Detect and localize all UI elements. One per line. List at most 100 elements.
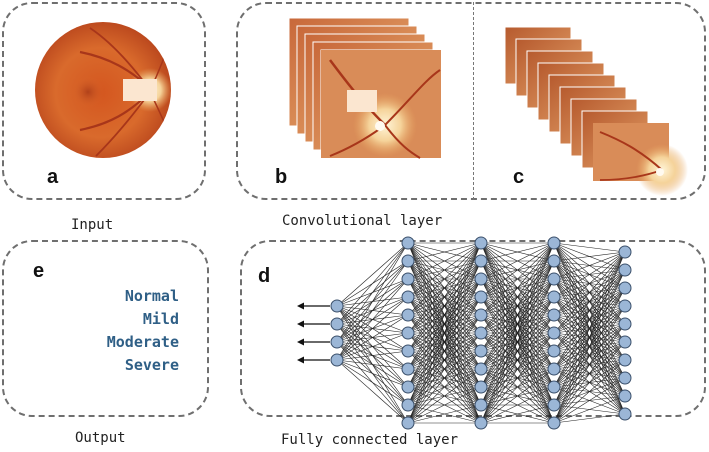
network-edge: [336, 260, 409, 361]
network-edge: [336, 350, 409, 361]
output-class-list: Normal Mild Moderate Severe: [107, 285, 179, 377]
network-edge: [480, 278, 555, 424]
network-edge: [407, 242, 482, 370]
network-node: [618, 281, 632, 295]
network-node: [618, 335, 632, 349]
network-edge: [480, 260, 555, 424]
caption-fully-connected-layer: Fully connected layer: [281, 432, 459, 448]
network-node: [618, 299, 632, 313]
network-node: [401, 398, 415, 412]
network-node: [547, 290, 561, 304]
network-node: [474, 380, 488, 394]
network-edge: [407, 314, 482, 424]
network-edge: [336, 359, 409, 388]
network-edge: [336, 332, 409, 361]
output-arrow-head: [297, 338, 304, 346]
network-edge: [553, 251, 626, 316]
network-edge: [336, 314, 409, 361]
network-node: [401, 344, 415, 358]
network-node: [474, 362, 488, 376]
network-node: [474, 326, 488, 340]
caption-input: Input: [71, 217, 114, 233]
network-edge: [407, 242, 482, 280]
network-node: [474, 290, 488, 304]
caption-output: Output: [75, 430, 126, 446]
network-edge: [336, 242, 409, 361]
network-node: [401, 254, 415, 268]
network-edges: [336, 242, 626, 424]
conv-divider: [473, 2, 474, 200]
network-edge: [407, 368, 482, 424]
network-edge: [407, 242, 482, 298]
network-edge: [553, 251, 626, 262]
network-node: [474, 254, 488, 268]
network-edge: [553, 377, 626, 424]
panel-label-d: d: [258, 265, 271, 287]
network-node: [401, 326, 415, 340]
network-edge: [407, 350, 482, 424]
network-edge: [480, 242, 555, 316]
network-edge: [480, 332, 555, 424]
network-node: [547, 254, 561, 268]
network-node: [401, 380, 415, 394]
class-label-severe: Severe: [124, 356, 179, 374]
network-edge: [553, 413, 626, 424]
network-node: [330, 353, 344, 367]
output-panel: [2, 240, 209, 417]
network-edge: [336, 359, 409, 370]
network-edge: [553, 251, 626, 406]
network-edge: [480, 242, 555, 406]
caption-convolutional-layer: Convolutional layer: [282, 213, 443, 229]
network-edge: [553, 251, 626, 370]
output-arrow-head: [297, 320, 304, 328]
network-edge: [553, 287, 626, 424]
network-edge: [480, 242, 555, 424]
network-node: [330, 299, 344, 313]
feature-maps-c: [504, 26, 688, 196]
network-edge: [336, 242, 409, 307]
network-edge: [480, 242, 555, 388]
network-node: [401, 416, 415, 430]
network-node: [330, 335, 344, 349]
network-edge: [553, 251, 626, 352]
network-node: [547, 380, 561, 394]
network-edge: [553, 305, 626, 424]
network-node: [401, 308, 415, 322]
network-node: [474, 272, 488, 286]
network-edge: [553, 251, 626, 424]
network-node: [547, 326, 561, 340]
network-edge: [407, 260, 482, 424]
network-edge: [336, 359, 409, 406]
network-edge: [553, 251, 626, 334]
network-edge: [480, 242, 555, 298]
network-edge: [480, 404, 555, 424]
network-node: [401, 290, 415, 304]
network-node: [547, 236, 561, 250]
network-node: [547, 344, 561, 358]
network-edge: [407, 404, 482, 424]
network-node: [474, 344, 488, 358]
network-edge: [336, 296, 409, 361]
network-edge: [480, 350, 555, 424]
output-arrow-head: [297, 356, 304, 364]
network-edge: [480, 296, 555, 424]
panel-label-c: c: [513, 166, 525, 188]
class-label-mild: Mild: [142, 310, 179, 328]
network-edge: [553, 395, 626, 424]
feature-maps-b: [288, 17, 442, 159]
panel-label-e: e: [33, 260, 45, 282]
network-node: [401, 236, 415, 250]
network-edge: [336, 278, 409, 361]
convolutional-panel: [236, 2, 706, 200]
network-edge: [336, 359, 409, 424]
network-nodes: [330, 236, 632, 430]
network-edge: [480, 314, 555, 424]
network-node: [474, 308, 488, 322]
network-edge: [480, 242, 555, 280]
network-edge: [480, 242, 555, 334]
panel-label-a: a: [47, 166, 59, 188]
class-label-moderate: Moderate: [106, 333, 179, 351]
network-node: [547, 398, 561, 412]
network-edge: [480, 368, 555, 424]
